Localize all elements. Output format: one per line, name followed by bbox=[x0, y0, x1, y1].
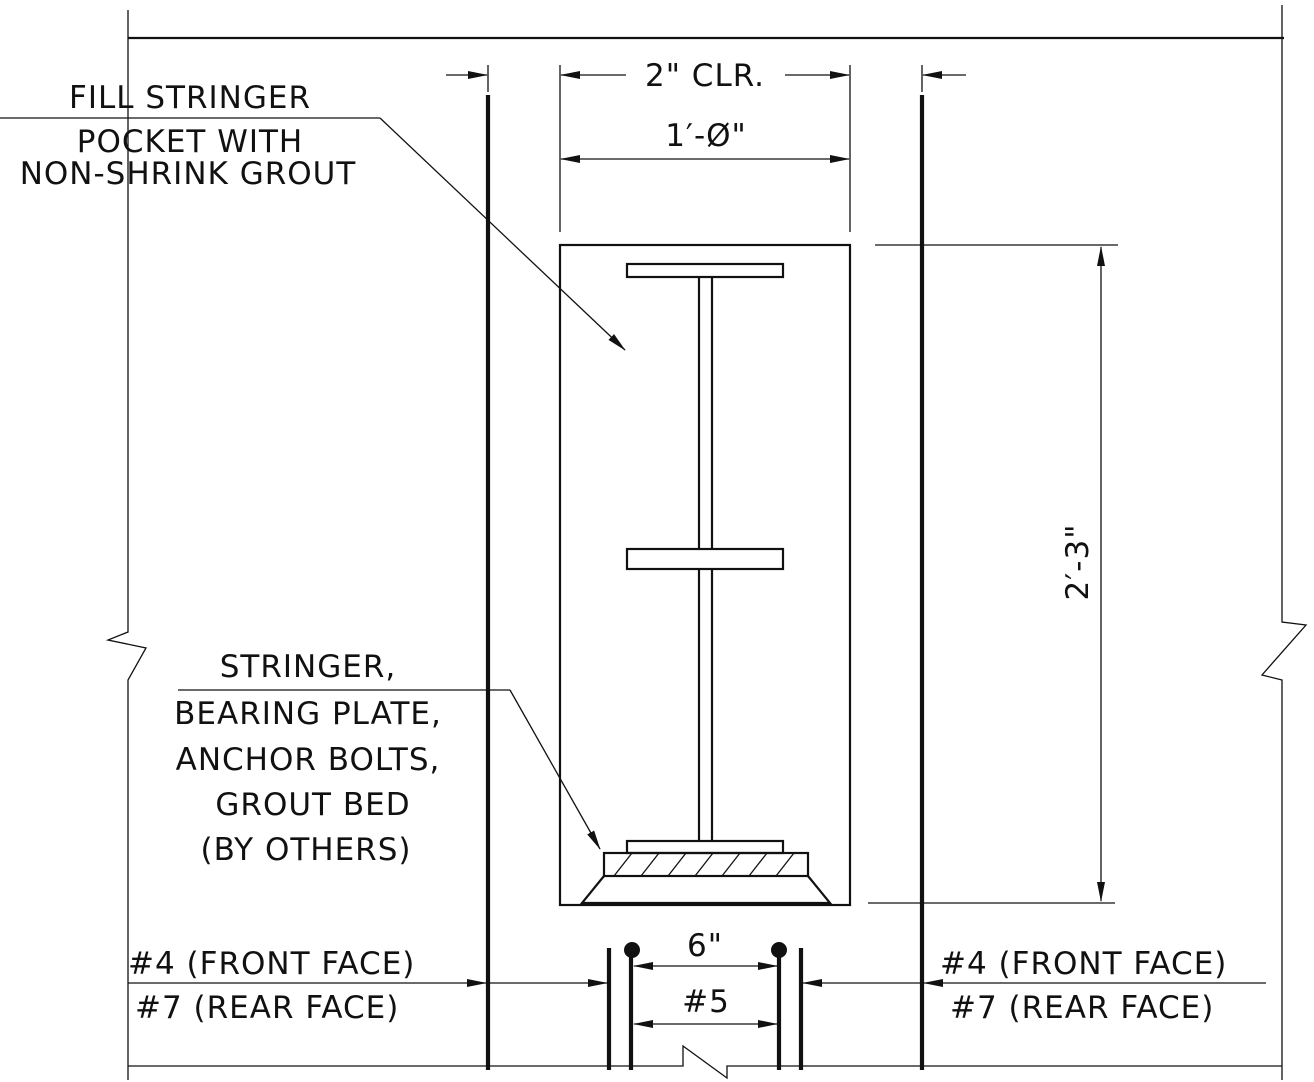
bar-spacing-dimension: 6" bbox=[633, 928, 778, 970]
stringer-bottom-flange bbox=[625, 839, 785, 855]
bottom-break-line bbox=[128, 1044, 1282, 1080]
bearing-plate bbox=[602, 851, 810, 878]
stringer-note-line-4: GROUT BED bbox=[215, 787, 410, 823]
stringer-note-line-5: (BY OTHERS) bbox=[200, 832, 411, 868]
left-break-line bbox=[105, 10, 148, 1080]
bar-dot-left bbox=[624, 942, 640, 958]
stringer-note-line-1: STRINGER, bbox=[220, 649, 397, 685]
fill-note-line-2: POCKET WITH bbox=[77, 124, 304, 160]
stringer-pocket bbox=[558, 243, 852, 907]
fill-note-leader bbox=[379, 117, 626, 351]
left-bar-callout: #4 (FRONT FACE) #7 (REAR FACE) bbox=[128, 946, 608, 1026]
bar-spacing-label: 6" bbox=[687, 928, 723, 964]
bar-dot-right bbox=[771, 942, 787, 958]
pocket-depth-label: 2′-3" bbox=[1060, 524, 1096, 601]
stringer-note-line-2: BEARING PLATE, bbox=[174, 696, 442, 732]
right-break-line bbox=[1260, 5, 1308, 1080]
grout-bed bbox=[579, 875, 833, 905]
bottom-reinforcement bbox=[606, 942, 804, 1070]
left-rear-face-label: #7 (REAR FACE) bbox=[135, 990, 399, 1026]
bar-size-dimension: #5 bbox=[633, 984, 778, 1028]
wall-outline bbox=[105, 5, 1308, 1080]
clear-cover-dimension: 2" CLR. bbox=[446, 58, 966, 94]
bar-size-label: #5 bbox=[682, 984, 730, 1020]
fill-note-line-1: FILL STRINGER bbox=[69, 80, 311, 116]
steel-stringer bbox=[625, 262, 785, 855]
fill-note-line-3: NON-SHRINK GROUT bbox=[20, 156, 357, 192]
right-front-face-label: #4 (FRONT FACE) bbox=[940, 946, 1227, 982]
clear-cover-label: 2" CLR. bbox=[645, 58, 765, 94]
pocket-width-label: 1′-Ø" bbox=[665, 118, 747, 154]
stringer-note-leader bbox=[509, 689, 601, 850]
extension-lines bbox=[487, 65, 1118, 904]
pocket-depth-dimension: 2′-3" bbox=[1060, 246, 1105, 902]
right-rear-face-label: #7 (REAR FACE) bbox=[950, 990, 1214, 1026]
stringer-splice-flange bbox=[625, 547, 785, 571]
pocket-width-dimension: 1′-Ø" bbox=[560, 118, 850, 163]
stringer-note: STRINGER, BEARING PLATE, ANCHOR BOLTS, G… bbox=[174, 649, 601, 868]
fill-stringer-note: FILL STRINGER POCKET WITH NON-SHRINK GRO… bbox=[0, 80, 626, 351]
stringer-note-line-3: ANCHOR BOLTS, bbox=[176, 742, 441, 778]
right-bar-callout: #4 (FRONT FACE) #7 (REAR FACE) bbox=[802, 946, 1266, 1026]
left-front-face-label: #4 (FRONT FACE) bbox=[128, 946, 415, 982]
stringer-top-flange bbox=[625, 262, 785, 279]
